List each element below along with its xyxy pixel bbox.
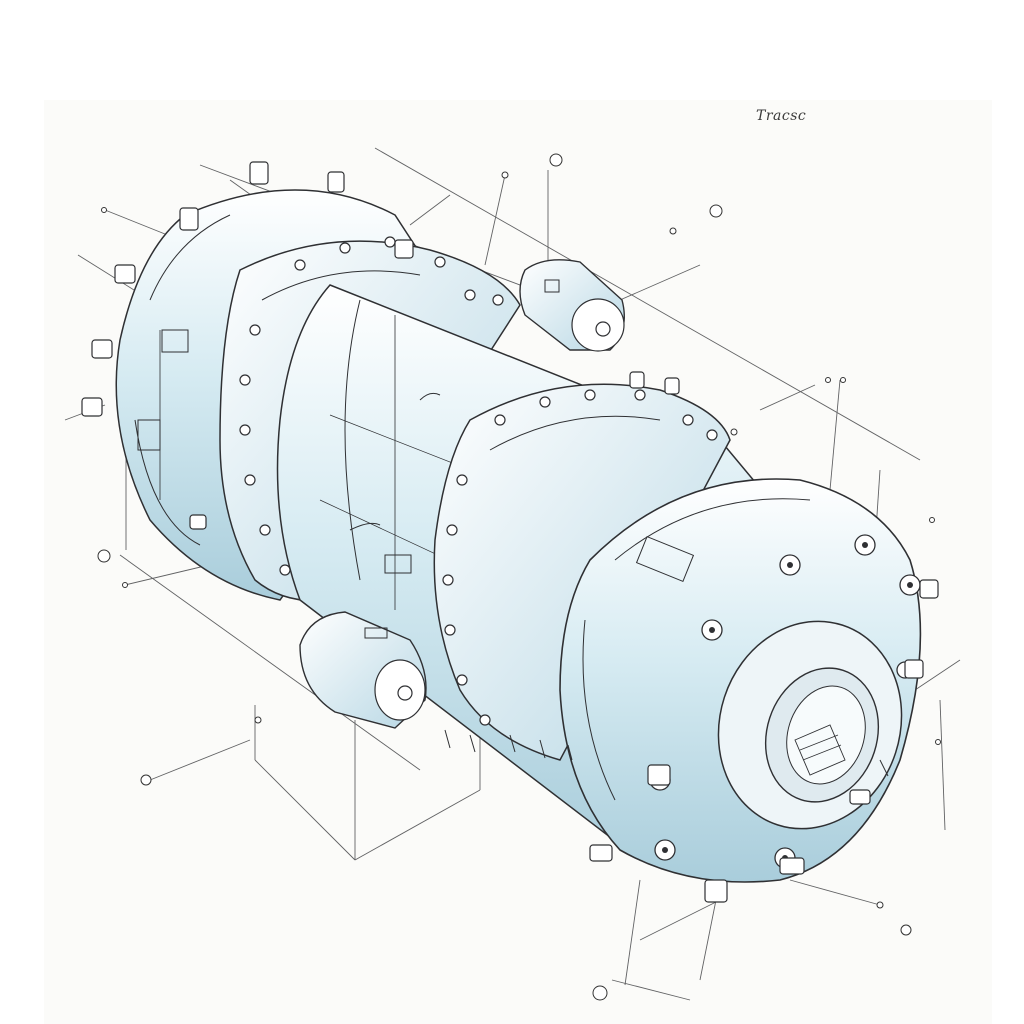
auxiliary-motor-bottom	[299, 611, 427, 729]
auxiliary-motor-top	[519, 259, 625, 352]
perimeter-fittings	[81, 161, 939, 903]
front-bore	[717, 620, 903, 830]
hatching	[444, 729, 889, 777]
middle-flange-ring	[433, 383, 731, 761]
artist-signature: Tracsc	[756, 108, 807, 124]
annotation-markers	[97, 153, 941, 1001]
